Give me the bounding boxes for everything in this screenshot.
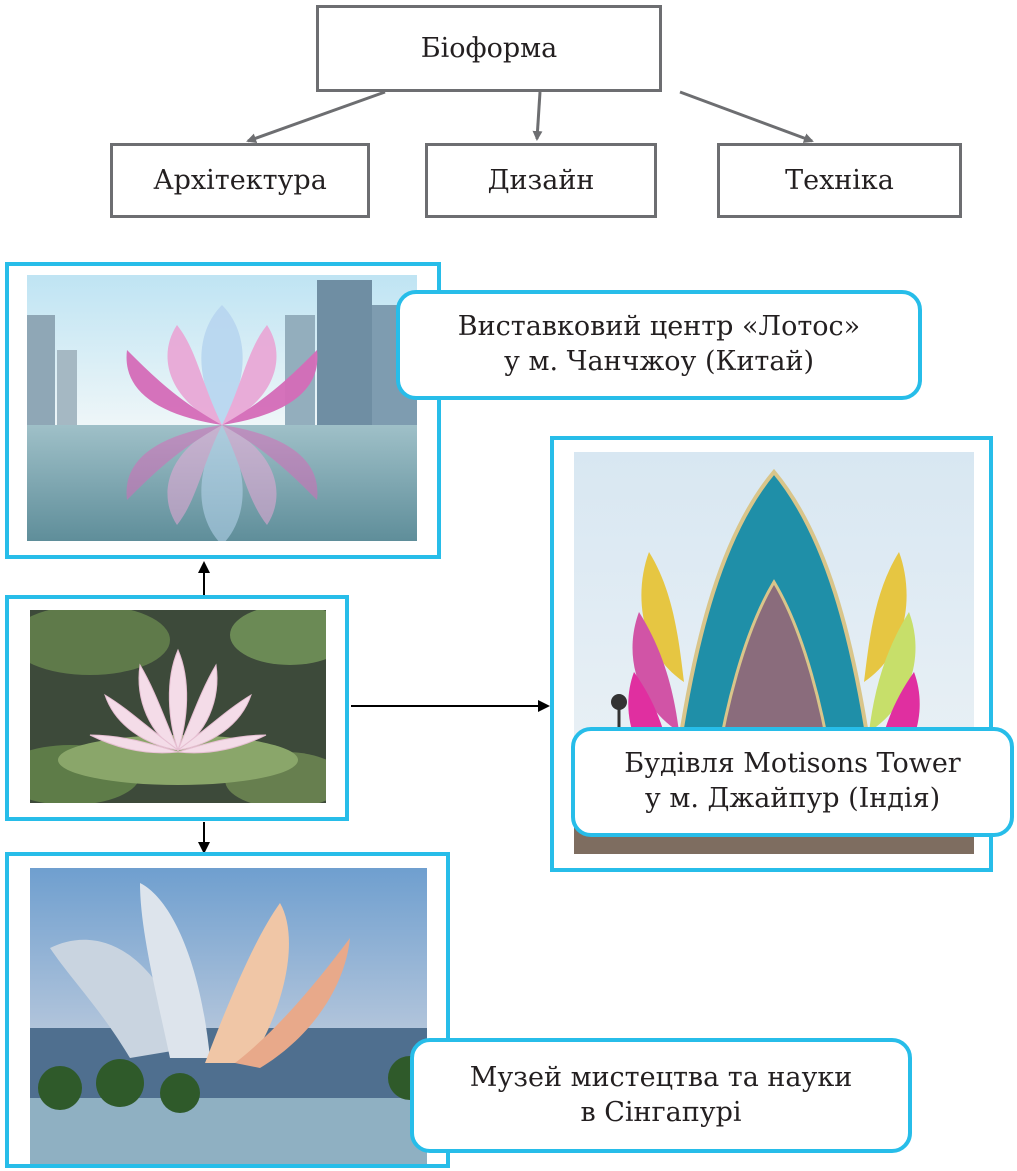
technics-box: Техніка (717, 143, 962, 218)
museum-caption-line-2: в Сінгапурі (580, 1096, 742, 1128)
design-box: Дизайн (425, 143, 657, 218)
artscience-museum-photo (30, 868, 427, 1164)
lotus-flower-photo (30, 610, 326, 803)
lotus-center-caption-line-1: Виставковий центр «Лотос» (457, 311, 861, 343)
architecture-box: Архітектура (110, 143, 370, 218)
technics-label: Техніка (785, 165, 894, 196)
museum-caption-line-1: Музей мистецтва та науки (469, 1061, 853, 1093)
biform-root-box: Біоформа (316, 5, 662, 92)
lotus-center-caption-line-2: у м. Чанчжоу (Китай) (504, 346, 814, 377)
design-label: Дизайн (487, 165, 595, 196)
motisons-tower-caption-line-2: у м. Джайпур (Індія) (644, 783, 941, 814)
biform-root-label: Біоформа (420, 33, 558, 64)
motisons-tower-caption-line-1: Будівля Motisons Tower (624, 748, 961, 780)
motisons-tower-caption: Будівля Motisons Tower у м. Джайпур (Інд… (571, 727, 1014, 837)
lotus-center-caption: Виставковий центр «Лотос» у м. Чанчжоу (… (396, 290, 922, 400)
connector-root-architecture (246, 90, 386, 144)
connector-root-design (532, 91, 543, 141)
museum-caption: Музей мистецтва та науки в Сінгапурі (410, 1038, 912, 1153)
connector-root-technics (679, 90, 814, 143)
architecture-label: Архітектура (153, 165, 327, 196)
lotus-exhibition-center-photo (27, 275, 417, 541)
